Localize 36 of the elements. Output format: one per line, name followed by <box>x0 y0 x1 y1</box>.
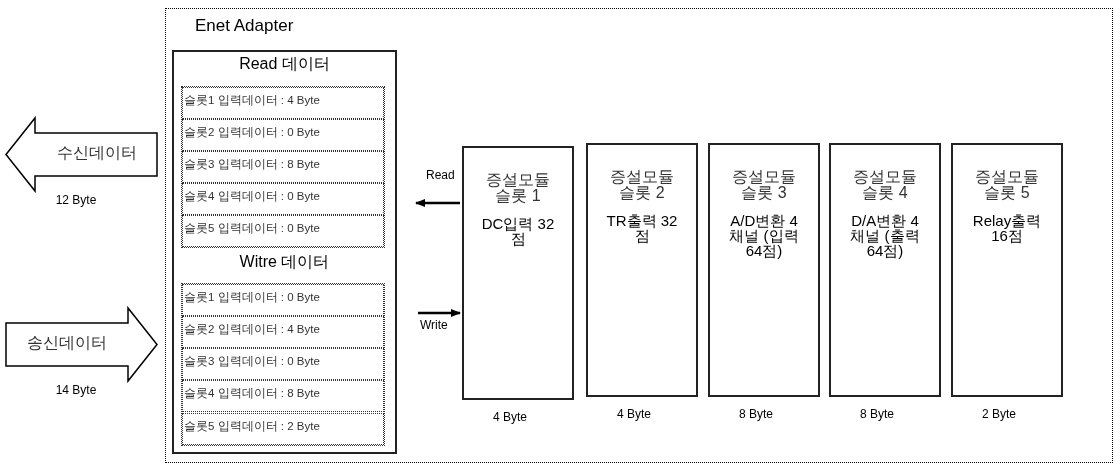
frame-title: Enet Adapter <box>195 16 294 36</box>
size-label: 8 Byte <box>859 407 895 421</box>
data-cell: 슬롯3 입력데이터 : 8 Byte <box>182 151 384 183</box>
data-cell: 슬롯3 입력데이터 : 0 Byte <box>182 348 384 380</box>
size-label: 2 Byte <box>981 407 1017 421</box>
size-label: 12 Byte <box>54 193 98 207</box>
module-title: 증설모듈 슬롯 3 <box>731 169 797 201</box>
data-cell: 슬롯1 입력데이터 : 4 Byte <box>182 87 384 119</box>
module-title: 증설모듈 슬롯 1 <box>485 172 551 204</box>
module-title: 증설모듈 슬롯 2 <box>609 169 675 201</box>
edge-label: Read <box>426 168 455 182</box>
module-description: D/A변환 4채널 (출력64점) <box>849 213 921 258</box>
arrow-label: 송신데이터 <box>26 333 108 353</box>
data-cell: 슬롯2 입력데이터 : 4 Byte <box>182 316 384 348</box>
size-label: 8 Byte <box>738 407 774 421</box>
section-heading: Read 데이터 <box>238 54 331 74</box>
size-label: 4 Byte <box>492 410 528 424</box>
arrow-label: 수신데이터 <box>56 143 138 163</box>
arrow <box>415 199 460 207</box>
edge-label: Write <box>420 318 448 332</box>
module-description: DC입력 32점 <box>480 216 556 246</box>
data-cell: 슬롯5 입력데이터 : 0 Byte <box>182 215 384 247</box>
module-description: A/D변환 4채널 (입력64점) <box>728 213 800 258</box>
data-cell: 슬롯4 입력데이터 : 8 Byte <box>182 380 384 412</box>
data-cell: 슬롯4 입력데이터 : 0 Byte <box>182 183 384 215</box>
data-cell: 슬롯1 입력데이터 : 0 Byte <box>182 284 384 316</box>
module-title: 증설모듈 슬롯 4 <box>852 169 918 201</box>
size-label: 14 Byte <box>54 383 98 397</box>
size-label: 4 Byte <box>616 407 652 421</box>
module-description: Relay출력 16점 <box>971 213 1043 243</box>
section-heading: Witre 데이터 <box>238 252 331 272</box>
data-cell: 슬롯5 입력데이터 : 2 Byte <box>182 413 384 445</box>
data-cell: 슬롯2 입력데이터 : 0 Byte <box>182 119 384 151</box>
arrow <box>418 309 461 317</box>
module-title: 증설모듈 슬롯 5 <box>974 169 1040 201</box>
module-description: TR출력 32점 <box>605 213 679 243</box>
